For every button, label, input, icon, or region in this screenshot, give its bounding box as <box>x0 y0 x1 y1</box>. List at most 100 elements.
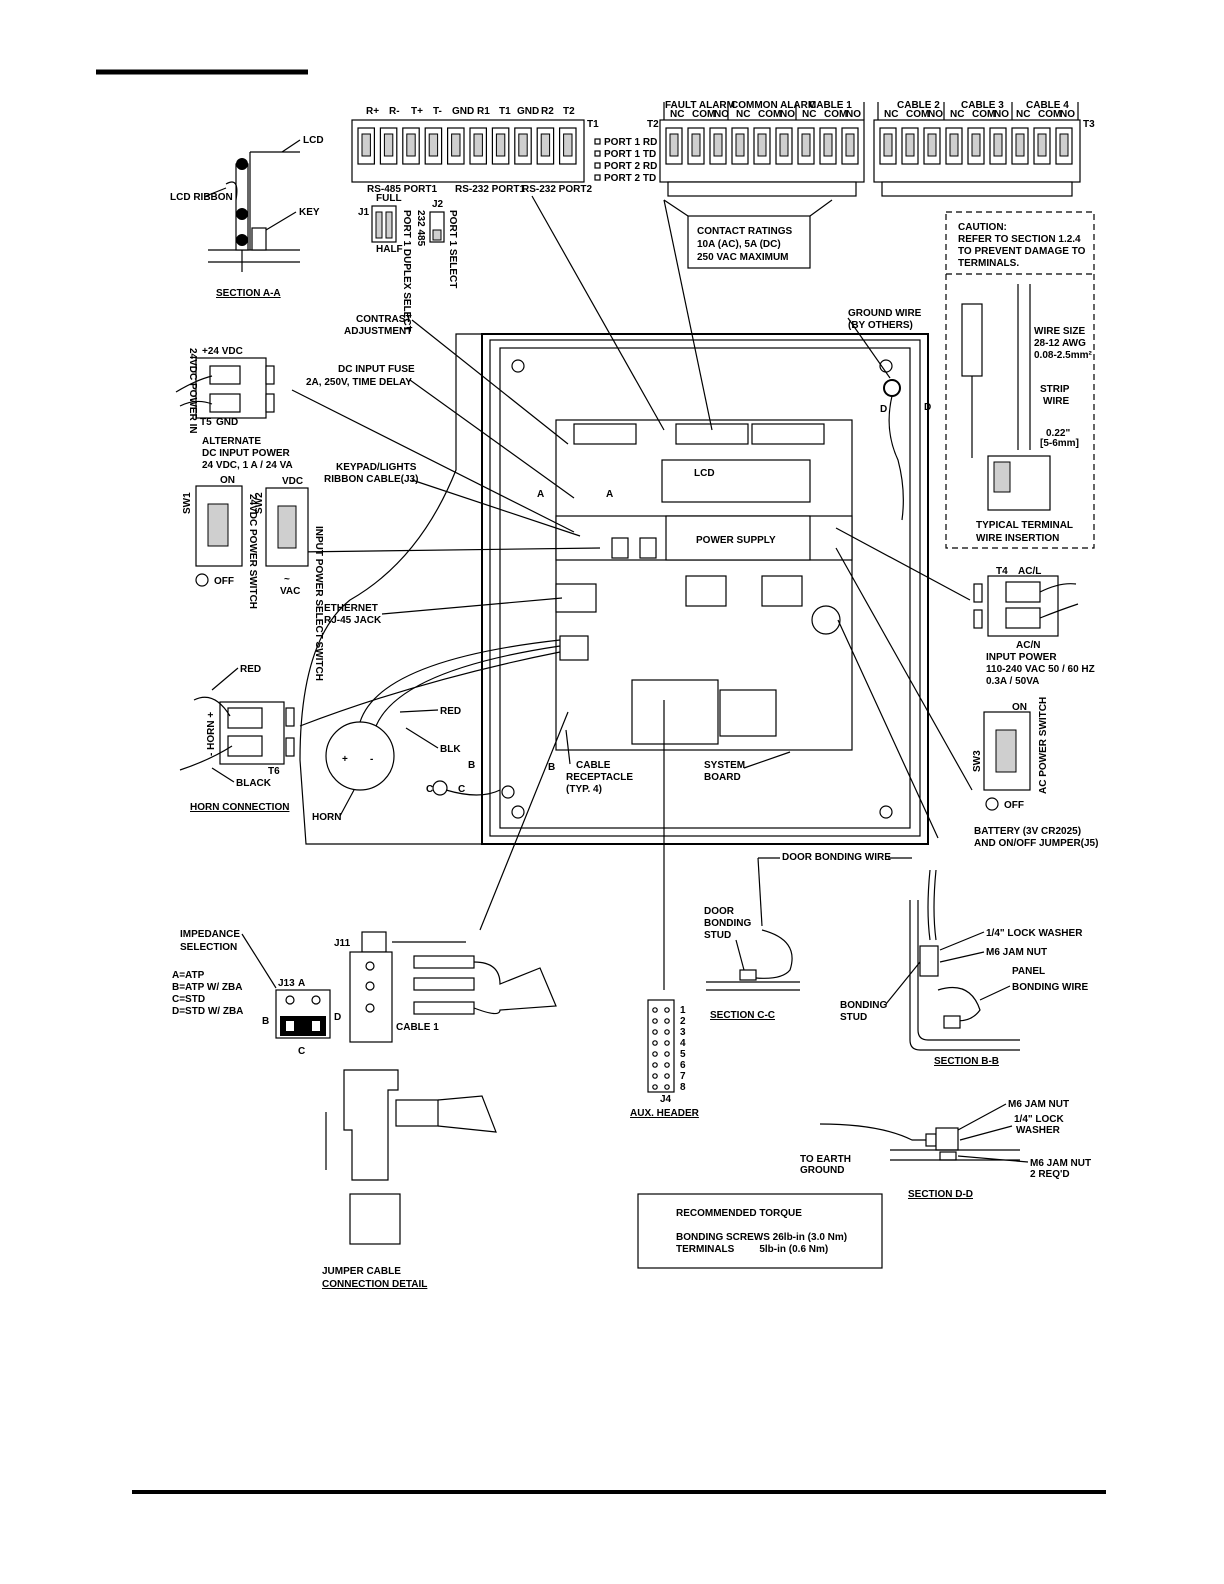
t1-header-7: GND <box>517 106 539 117</box>
j13-a-label: A <box>298 978 305 989</box>
terminal_block_3-sub-label: NC <box>1016 109 1030 120</box>
marker-b-left: B <box>468 760 475 771</box>
marker-d-right: D <box>924 402 931 413</box>
terminal_block_2-sub-label: NO <box>846 109 861 120</box>
j1-label: J1 <box>358 207 370 218</box>
j1-bottom-label: HALF <box>376 244 403 255</box>
aux-pin-number: 7 <box>680 1071 686 1082</box>
aux-pin-number: 2 <box>680 1016 686 1027</box>
bb-panel-1: PANEL <box>1012 966 1045 977</box>
t2-name: T2 <box>647 119 659 130</box>
t1-screw <box>563 133 573 157</box>
cc-stud-2: BONDING <box>704 918 751 929</box>
aux-pin <box>652 1084 658 1090</box>
t2-screw <box>713 133 723 157</box>
t3-screw <box>1059 133 1069 157</box>
t3-screw <box>971 133 981 157</box>
terminal_block_2-sub-label: NC <box>670 109 684 120</box>
dd-earth-1: TO EARTH <box>800 1154 851 1165</box>
t1-screw <box>495 133 506 157</box>
typical-terminal-label: TYPICAL TERMINAL <box>976 520 1073 531</box>
t2-screw <box>779 133 789 157</box>
dc-plus-label: +24 VDC <box>202 346 243 357</box>
terminal_block_2-sub-label: NC <box>802 109 816 120</box>
marker-c-left: C <box>426 784 433 795</box>
sw2-side-label: INPUT POWER SELECT SWITCH <box>313 526 324 681</box>
t1-header-0: R+ <box>366 106 379 117</box>
cable-receptacle-2: RECEPTACLE <box>566 772 633 783</box>
aux-pin-number: 8 <box>680 1082 686 1093</box>
horn-blk-label: BLK <box>440 744 461 755</box>
aux-pin <box>664 1084 670 1090</box>
ground-wire-label-1: GROUND WIRE <box>848 308 922 319</box>
torque-line1: BONDING SCREWS 26lb-in (3.0 Nm) <box>676 1232 847 1243</box>
ethernet-label-1: ETHERNET <box>324 603 378 614</box>
t1-screw <box>518 133 528 157</box>
sw1-label: SW1 <box>182 492 193 514</box>
aux-pin <box>664 1051 670 1057</box>
ac-power-input: T4 AC/L AC/N INPUT POWER 110-240 VAC 50 … <box>973 566 1095 687</box>
section-markers: A A D D B B C C <box>426 402 931 795</box>
wire-insertion-label: WIRE INSERTION <box>976 533 1059 544</box>
j13-label: J13 <box>278 978 295 989</box>
t1-screw <box>406 133 416 157</box>
terminal_block_3-sub-label: COM <box>1038 109 1061 120</box>
t3-group-cable3: CABLE 3 <box>961 100 1004 111</box>
t1-screw <box>361 133 371 157</box>
t3-screw <box>993 133 1003 157</box>
section-dd: M6 JAM NUT 1/4" LOCK WASHER TO EARTH GRO… <box>800 1099 1091 1200</box>
caution-title: CAUTION: <box>958 222 1007 233</box>
cable1-label: CABLE 1 <box>396 1022 439 1033</box>
alt-power-1: ALTERNATE <box>202 436 261 447</box>
t2-group-fault: FAULT ALARM <box>665 100 735 111</box>
aux-pin-number: 3 <box>680 1027 686 1038</box>
impedance-selection: IMPEDANCE SELECTION A=ATP B=ATP W/ ZBA C… <box>172 929 557 1057</box>
sw3-on-label: ON <box>1012 702 1027 713</box>
enclosure: LCD POWER SUPPLY +- <box>299 333 929 845</box>
dc-fuse-label-1: DC INPUT FUSE <box>338 364 415 375</box>
t1-terminals <box>357 127 577 165</box>
jumpers-j1-j2: FULL J1 HALF PORT 1 DUPLEX SELECT 232 48… <box>358 193 458 332</box>
dd-lock-1: 1/4" LOCK <box>1014 1114 1065 1125</box>
section-aa: LCD LCD RIBBON KEY SECTION A-A <box>170 135 324 299</box>
terminal-block-t1: R+ R- T+ T- GND R1 T1 GND R2 T2 T1 PORT … <box>351 106 657 195</box>
dd-jam2-2: 2 REQ'D <box>1030 1169 1070 1180</box>
system-board-2: BOARD <box>704 772 741 783</box>
t1-header-3: T- <box>433 106 442 117</box>
t2-screw <box>735 133 745 157</box>
horn-terminal-label: - HORN + <box>206 712 217 756</box>
ac-power-2: 110-240 VAC 50 / 60 HZ <box>986 664 1095 675</box>
t1-header-5: R1 <box>477 106 490 117</box>
marker-b-right: B <box>548 762 555 773</box>
aux-pin <box>652 1062 658 1068</box>
j2-label: J2 <box>432 199 444 210</box>
section-aa-lcd-label: LCD <box>303 135 324 146</box>
section-cc-title: SECTION C-C <box>710 1010 775 1021</box>
led-port2-td: PORT 2 TD <box>604 173 656 184</box>
j2-side-label: 232 485 <box>415 210 426 247</box>
sw2-vdc-label: VDC <box>282 476 303 487</box>
battery-label-1: BATTERY (3V CR2025) <box>974 826 1081 837</box>
horn-black-label: BLACK <box>236 778 272 789</box>
torque-title: RECOMMENDED TORQUE <box>676 1208 802 1219</box>
j11-label: J11 <box>334 938 351 949</box>
bb-panel-2: BONDING WIRE <box>1012 982 1088 993</box>
acl-label: AC/L <box>1018 566 1041 577</box>
j13-c-label: C <box>298 1046 305 1057</box>
torque-line2: TERMINALS 5lb-in (0.6 Nm) <box>676 1244 828 1255</box>
dd-lock-2: WASHER <box>1016 1125 1061 1136</box>
sw1-off-label: OFF <box>214 576 234 587</box>
contrast-label-2: ADJUSTMENT <box>344 326 412 337</box>
aux-pin <box>664 1062 670 1068</box>
j2-port-label: PORT 1 SELECT <box>447 210 458 288</box>
impedance-title-2: SELECTION <box>180 942 237 953</box>
contact-ratings-line3: 250 VAC MAXIMUM <box>697 252 789 263</box>
section-cc: DOOR BONDING WIRE DOOR BONDING STUD SECT… <box>704 852 912 1021</box>
terminal_block_2-sub-label: NO <box>780 109 795 120</box>
sw3-side-label: AC POWER SWITCH <box>1038 697 1049 794</box>
section-dd-title: SECTION D-D <box>908 1189 973 1200</box>
t2-group-cable1: CABLE 1 <box>809 100 852 111</box>
t1-name: T1 <box>587 119 599 130</box>
